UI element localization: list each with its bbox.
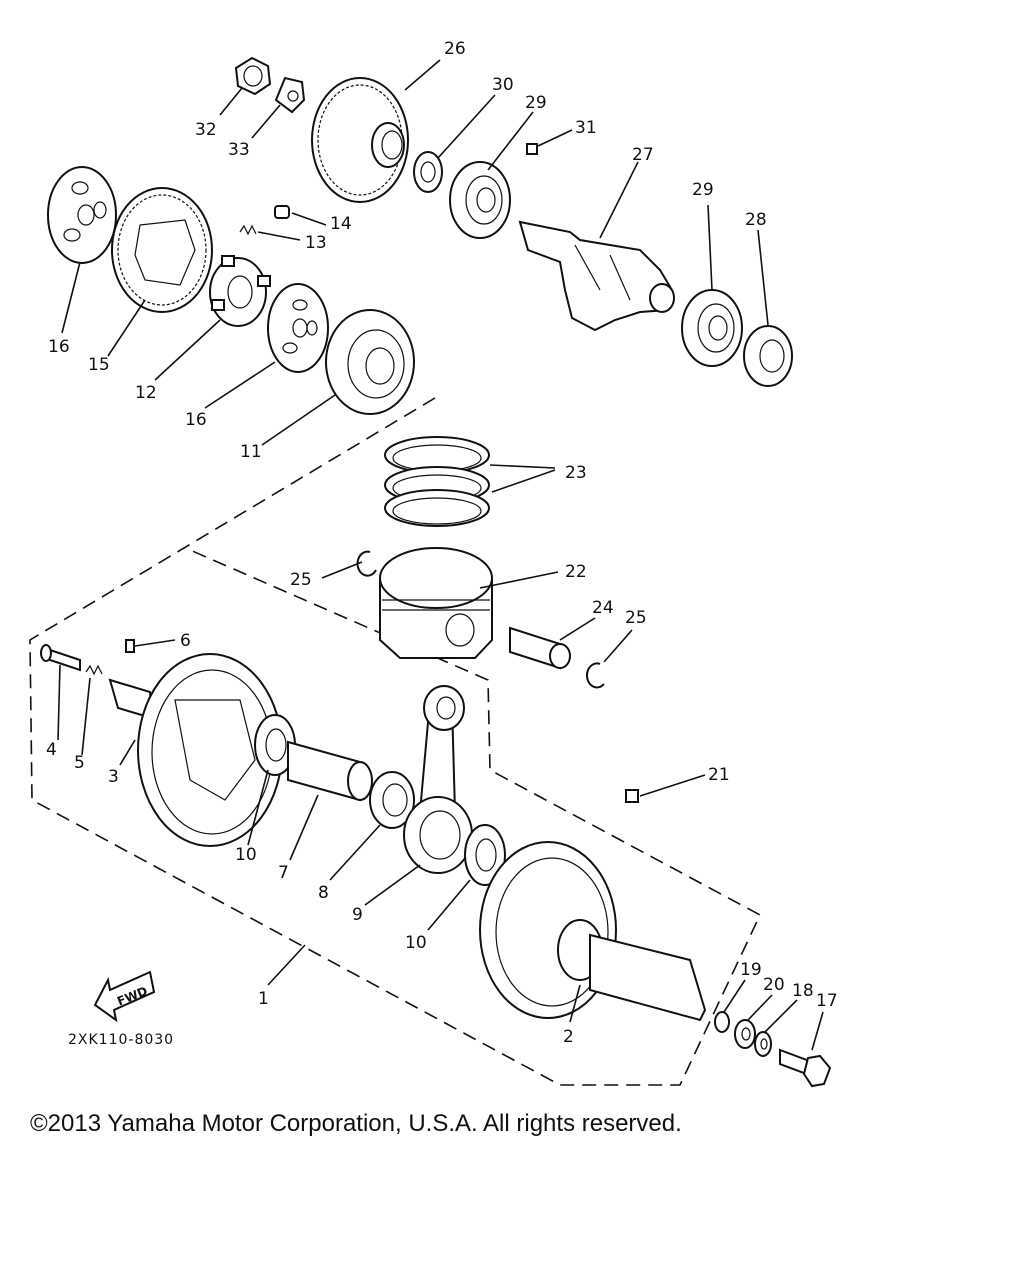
crankshaft-piston-exploded-diagram: 26 30 29 31 27 29 28 32 33 14 13 16 15 1… — [29, 39, 838, 1088]
callout-4: 4 — [46, 740, 57, 760]
callout-18: 18 — [792, 981, 814, 1001]
part-25-circlip-lower — [585, 662, 605, 689]
part-32-nut — [234, 56, 272, 96]
part-14-pin — [274, 205, 290, 219]
callout-16-left: 16 — [48, 337, 70, 357]
part-21-key — [625, 789, 639, 803]
part-26-balancer-gear — [311, 77, 409, 203]
callout-10-right: 10 — [405, 933, 427, 953]
callout-13: 13 — [305, 233, 327, 253]
callout-3: 3 — [108, 767, 119, 787]
callout-27: 27 — [632, 145, 654, 165]
part-8-needle-bearing — [369, 771, 415, 829]
part-6-key — [125, 639, 135, 653]
callout-32: 32 — [195, 120, 217, 140]
part-16-plate-left — [47, 166, 117, 264]
part-24-piston-pin — [509, 626, 571, 670]
callout-31: 31 — [575, 118, 597, 138]
callout-12: 12 — [135, 383, 157, 403]
copyright-notice: ©2013 Yamaha Motor Corporation, U.S.A. A… — [30, 1110, 682, 1137]
callout-14: 14 — [330, 214, 352, 234]
part-15-drive-gear — [111, 187, 213, 313]
part-23-piston-rings — [384, 436, 490, 527]
part-31-key — [526, 143, 538, 155]
callout-26: 26 — [444, 39, 466, 59]
part-9-connecting-rod — [403, 685, 473, 874]
part-27-balancer-shaft — [518, 220, 675, 332]
part-4-bolt — [40, 644, 81, 672]
part-29-bearing-lower — [681, 289, 743, 367]
callout-8: 8 — [318, 883, 329, 903]
callout-17: 17 — [816, 991, 838, 1011]
part-2-crank-right — [479, 841, 707, 1022]
callout-29-lower: 29 — [692, 180, 714, 200]
callout-7: 7 — [278, 863, 289, 883]
callout-11: 11 — [240, 442, 262, 462]
part-30-washer — [413, 151, 443, 193]
diagram-code: 2XK110-8030 — [68, 1032, 174, 1048]
callout-33: 33 — [228, 140, 250, 160]
crankshaft-assembly-dashed-outline — [29, 397, 762, 1086]
callout-19: 19 — [740, 960, 762, 980]
part-13-spring — [239, 224, 257, 236]
part-29-bearing-upper — [449, 161, 511, 239]
part-5-spring — [85, 664, 103, 676]
part-7-crank-pin — [287, 740, 373, 802]
callout-9: 9 — [352, 905, 363, 925]
callout-6: 6 — [180, 631, 191, 651]
leader-lines — [57, 59, 824, 1051]
callout-2: 2 — [563, 1027, 574, 1047]
callout-25-lower: 25 — [625, 608, 647, 628]
part-28-oil-seal — [743, 325, 793, 387]
callout-29-upper: 29 — [525, 93, 547, 113]
fwd-arrow-icon: FWD — [93, 970, 156, 1023]
callout-25-upper: 25 — [290, 570, 312, 590]
part-11-main-bearing — [325, 309, 415, 415]
callout-24: 24 — [592, 598, 614, 618]
part-22-piston — [379, 547, 493, 659]
callout-10-left: 10 — [235, 845, 257, 865]
callout-23: 23 — [565, 463, 587, 483]
part-25-circlip-upper — [356, 550, 377, 577]
callout-22: 22 — [565, 562, 587, 582]
part-17-bolt — [779, 1048, 832, 1088]
part-18-washer — [754, 1031, 772, 1057]
callout-15: 15 — [88, 355, 110, 375]
callout-21: 21 — [708, 765, 730, 785]
part-19-o-ring — [714, 1011, 730, 1033]
part-10-washer-right — [464, 824, 506, 886]
part-20-washer — [734, 1019, 756, 1049]
callout-30: 30 — [492, 75, 514, 95]
callout-16-center: 16 — [185, 410, 207, 430]
part-12-damper-hub — [209, 255, 271, 327]
part-3-crank-left — [108, 653, 283, 847]
part-16-plate-center — [267, 283, 329, 373]
callout-20: 20 — [763, 975, 785, 995]
part-33-lock-washer — [274, 76, 306, 114]
callout-1: 1 — [258, 989, 269, 1009]
callout-28: 28 — [745, 210, 767, 230]
callout-5: 5 — [74, 753, 85, 773]
